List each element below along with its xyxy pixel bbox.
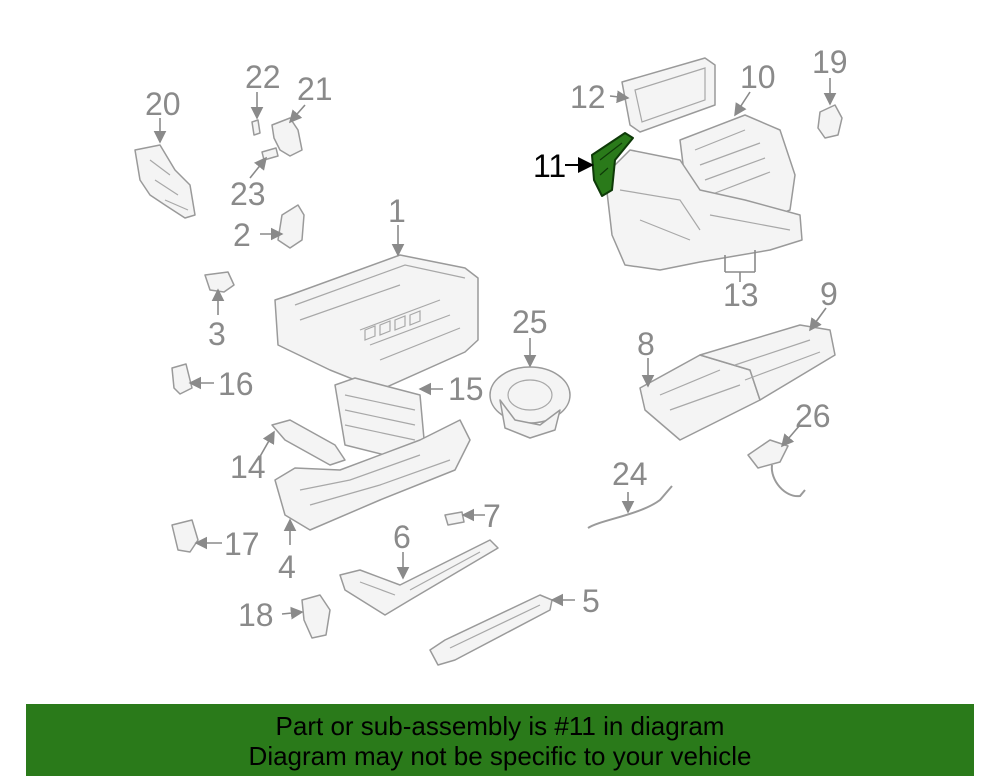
part-3-clip [204,271,235,293]
callout-8: 8 [637,326,655,362]
callout-2: 2 [233,217,251,253]
callout-14: 14 [230,449,266,485]
part-19-clip [817,104,843,139]
callout-15: 15 [448,371,484,407]
banner-line-1: Part or sub-assembly is #11 in diagram [275,711,725,741]
callout-21: 21 [297,71,333,107]
callout-5: 5 [582,583,600,619]
part-1-heater-case [274,254,479,391]
part-2-bracket [277,204,305,249]
part-14-tube [271,419,346,466]
callout-22: 22 [245,59,281,95]
callout-3: 3 [208,316,226,352]
part-18-cover [301,594,331,639]
part-7-screw [444,511,465,526]
part-20-bracket [134,144,196,219]
info-banner: Part or sub-assembly is #11 in diagram D… [26,704,974,776]
banner-line-2: Diagram may not be specific to your vehi… [248,741,752,771]
callout-4: 4 [278,549,296,585]
callout-18: 18 [238,597,274,633]
callout-labels: 20 22 21 23 2 3 16 17 18 1 15 14 4 25 7 … [145,44,848,633]
callout-17: 17 [224,526,260,562]
part-17-cover [171,519,199,553]
callout-25: 25 [512,304,548,340]
part-4-lower-case [274,419,471,531]
part-5-duct [429,594,553,666]
part-13-blower-case [604,149,803,271]
callout-12: 12 [570,79,606,115]
part-16-clip [171,363,193,395]
callout-13: 13 [723,277,759,313]
callout-1: 1 [388,193,406,229]
callout-7: 7 [483,498,501,534]
callout-11-highlighted: 11 [533,148,566,184]
callout-23: 23 [230,176,266,212]
callout-20: 20 [145,86,181,122]
parts-diagram: 20 22 21 23 2 3 16 17 18 1 15 14 4 25 7 … [134,44,848,666]
callout-24: 24 [612,456,648,492]
leader-lines [153,78,837,620]
part-11-seal-highlighted [591,132,634,197]
part-22-pin [251,119,261,136]
callout-19: 19 [812,44,848,80]
part-9-duct [699,324,836,401]
callout-9: 9 [820,276,838,312]
callout-6: 6 [393,519,411,555]
part-12-filter-cover [621,57,716,133]
callout-16: 16 [218,366,254,402]
part-24-cable [587,485,673,529]
part-23-clip [261,147,279,161]
part-25-blower-motor [489,366,571,439]
callout-10: 10 [740,59,776,95]
part-26-sensor [747,439,806,498]
callout-26: 26 [795,398,831,434]
part-6-duct [339,539,499,616]
